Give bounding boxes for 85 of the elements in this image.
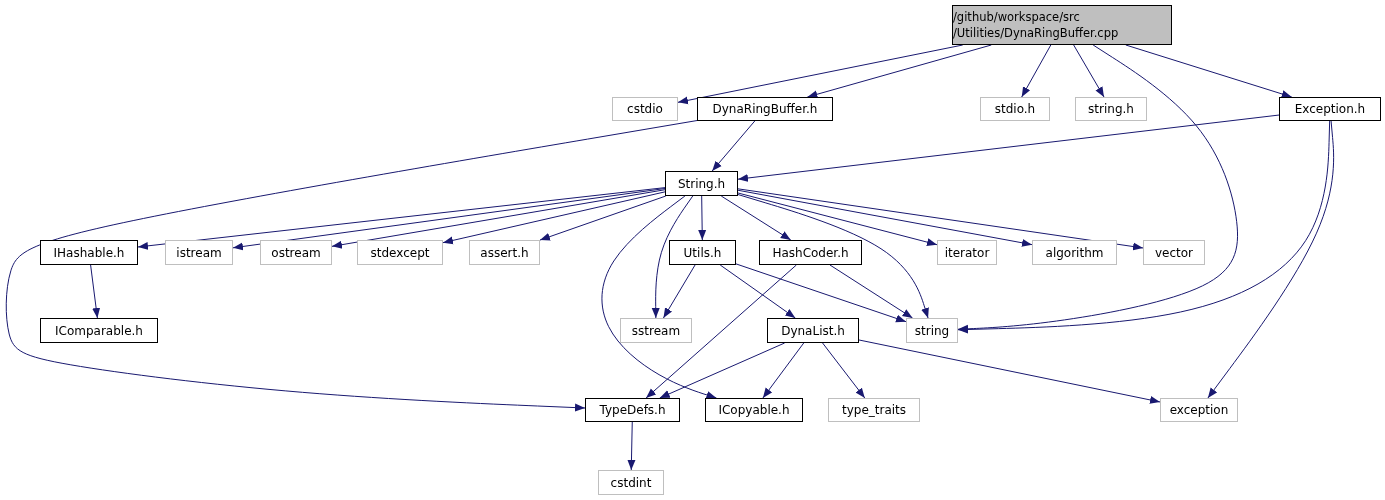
arrow <box>829 264 914 319</box>
file-name: cstdio <box>627 102 663 116</box>
file-name: ICopyable.h <box>718 403 790 417</box>
system-header-box <box>357 240 443 265</box>
arrow <box>737 189 1033 247</box>
system-header-box <box>612 97 678 121</box>
arrow <box>539 195 667 241</box>
arrow <box>232 188 666 251</box>
file-name: ostream <box>271 245 321 260</box>
header-file-box <box>767 318 859 343</box>
system-header-box <box>620 318 692 343</box>
file-name: assert.h <box>480 245 529 260</box>
file-name: Utils.h <box>683 245 722 260</box>
arrow <box>735 263 907 323</box>
arrow <box>601 195 717 399</box>
system-header-box <box>1032 240 1117 265</box>
file-name: type_traits <box>841 403 907 417</box>
file-name: algorithm <box>1045 245 1104 260</box>
arrow <box>442 191 666 245</box>
file-name: HashCoder.h <box>772 245 849 260</box>
system-header-box <box>906 318 958 343</box>
arrow <box>137 187 666 250</box>
file-name: istream <box>176 245 222 260</box>
system-header-box <box>260 240 332 265</box>
system-header-box <box>1160 398 1238 422</box>
file-name: string.h <box>1088 102 1134 116</box>
arrow <box>719 264 796 319</box>
file-name: cstdint <box>610 475 652 490</box>
file-name: stdexcept <box>370 245 430 260</box>
arrow <box>1021 44 1052 98</box>
system-header-box <box>828 398 920 422</box>
arrow <box>1207 120 1335 399</box>
file-name: Exception.h <box>1294 102 1366 116</box>
arrow <box>957 120 1331 334</box>
file-name: IComparable.h <box>55 323 143 338</box>
header-file-box <box>40 240 138 265</box>
file-name: /github/workspace/src /Utilities/DynaRingBuffer.cpp <box>953 9 1120 41</box>
arrow <box>645 264 797 399</box>
file-name: exception <box>1169 403 1229 417</box>
system-header-box <box>598 470 664 495</box>
arrow <box>737 114 1280 182</box>
file-name: IHashable.h <box>53 245 125 260</box>
arrow <box>1125 44 1293 98</box>
system-header-box <box>980 97 1050 121</box>
arrow <box>858 339 1161 404</box>
file-name: DynaList.h <box>781 323 845 338</box>
file-name: stdio.h <box>994 102 1036 116</box>
header-file-box <box>669 240 736 265</box>
file-name: String.h <box>677 176 726 191</box>
arrow <box>662 264 696 319</box>
source-file-box <box>952 5 1172 45</box>
header-file-box <box>585 398 680 422</box>
header-file-box <box>697 97 833 121</box>
arrow <box>737 194 929 319</box>
file-name: iterator <box>944 245 990 260</box>
arrow <box>720 195 792 241</box>
file-name: vector <box>1154 245 1194 260</box>
file-name: string <box>914 323 950 338</box>
file-name: TypeDefs.h <box>599 403 666 417</box>
arrow <box>651 195 694 319</box>
arrow <box>1073 44 1105 98</box>
arrow <box>737 188 1144 251</box>
header-file-box <box>665 171 738 196</box>
arrow <box>698 195 707 241</box>
arrow <box>90 264 101 319</box>
system-header-box <box>165 240 233 265</box>
file-name: DynaRingBuffer.h <box>712 102 818 116</box>
header-file-box <box>1279 97 1381 121</box>
arrow <box>627 421 636 471</box>
arrow <box>822 342 866 399</box>
header-file-box <box>705 398 803 422</box>
arrow <box>659 342 786 399</box>
system-header-box <box>1075 97 1147 121</box>
arrow <box>806 44 992 99</box>
arrow <box>5 120 698 412</box>
arrow <box>762 342 805 399</box>
system-header-box <box>1143 240 1205 265</box>
header-file-box <box>759 240 862 265</box>
arrow <box>711 120 756 172</box>
arrow <box>331 189 666 249</box>
system-header-box <box>937 240 997 265</box>
header-file-box <box>40 318 158 343</box>
file-name: sstream <box>631 323 681 338</box>
system-header-box <box>469 240 540 265</box>
arrow <box>737 192 938 247</box>
